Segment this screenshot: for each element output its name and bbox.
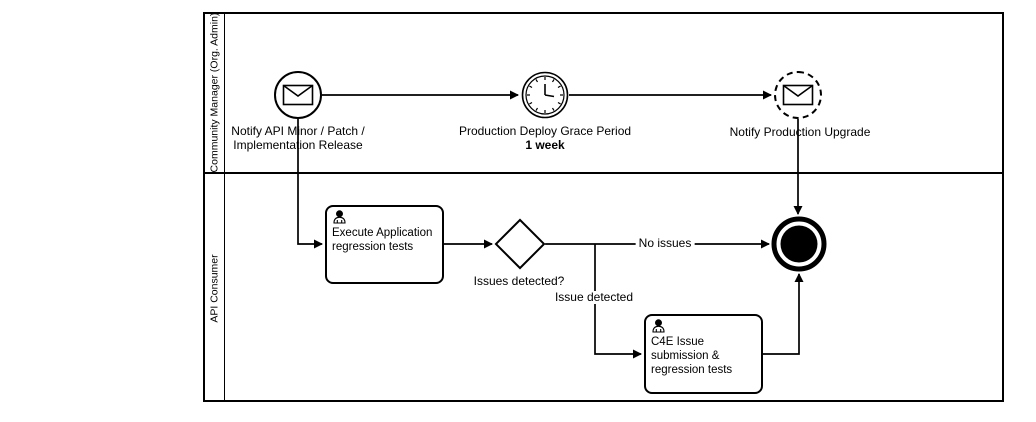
start-event-message: [274, 71, 322, 119]
clock-icon: [527, 77, 563, 113]
timer-event-label: Production Deploy Grace Period 1 week: [458, 124, 632, 152]
start-event-label: Notify API Minor / Patch / Implementatio…: [231, 124, 365, 152]
terminate-icon: [780, 225, 818, 263]
flow-label-no-issues: No issues: [635, 237, 695, 250]
pool: [203, 12, 1004, 402]
task-label: Execute Application regression tests: [332, 227, 433, 253]
flow-label-issue-detected: Issue detected: [551, 291, 637, 304]
envelope-icon: [782, 84, 814, 106]
task-label: C4E Issue submission & regression tests: [651, 336, 733, 376]
user-icon: [333, 210, 346, 224]
message-event-notify-upgrade: [774, 71, 822, 119]
lane-divider: [203, 172, 1004, 174]
envelope-icon: [282, 84, 314, 106]
task-execute-regression: Execute Application regression tests: [325, 205, 444, 284]
end-event-terminate: [771, 216, 827, 272]
lane-label-separator: [224, 12, 225, 402]
task-c4e-issue: C4E Issue submission & regression tests: [644, 314, 763, 394]
gateway-label: Issues detected?: [473, 274, 565, 288]
user-icon: [652, 319, 665, 333]
timer-event: [521, 71, 569, 119]
lane-label-api-consumer: API Consumer: [207, 253, 220, 323]
message-event-label: Notify Production Upgrade: [729, 125, 871, 139]
